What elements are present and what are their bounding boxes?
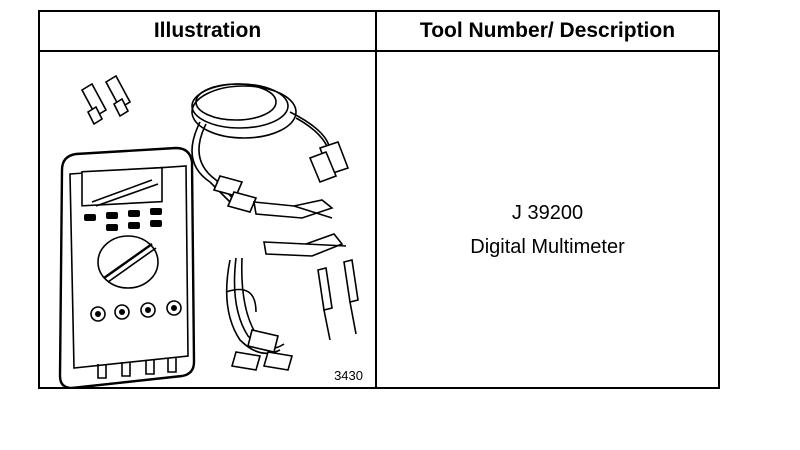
test-leads-bundle-icon [225,257,294,371]
tool-table: Illustration Tool Number/ Description [38,10,720,389]
illustration-header: Illustration [40,12,377,50]
illustration-cell: 3430 [40,52,377,389]
multimeter-body-icon [58,146,196,389]
tool-description: Digital Multimeter [470,236,625,258]
header-divider [40,50,718,52]
tool-description-header: Tool Number/ Description [419,19,676,42]
test-probes-icon [317,259,359,341]
multimeter-illustration [58,74,359,389]
alligator-clips-icon [253,199,347,257]
fuses-icon [80,74,132,126]
tool-description-cell: J 39200 Digital Multimeter [377,52,718,387]
test-leads-coil-icon [191,83,350,213]
tool-number: J 39200 [511,202,584,224]
figure-number: 3430 [334,368,363,383]
